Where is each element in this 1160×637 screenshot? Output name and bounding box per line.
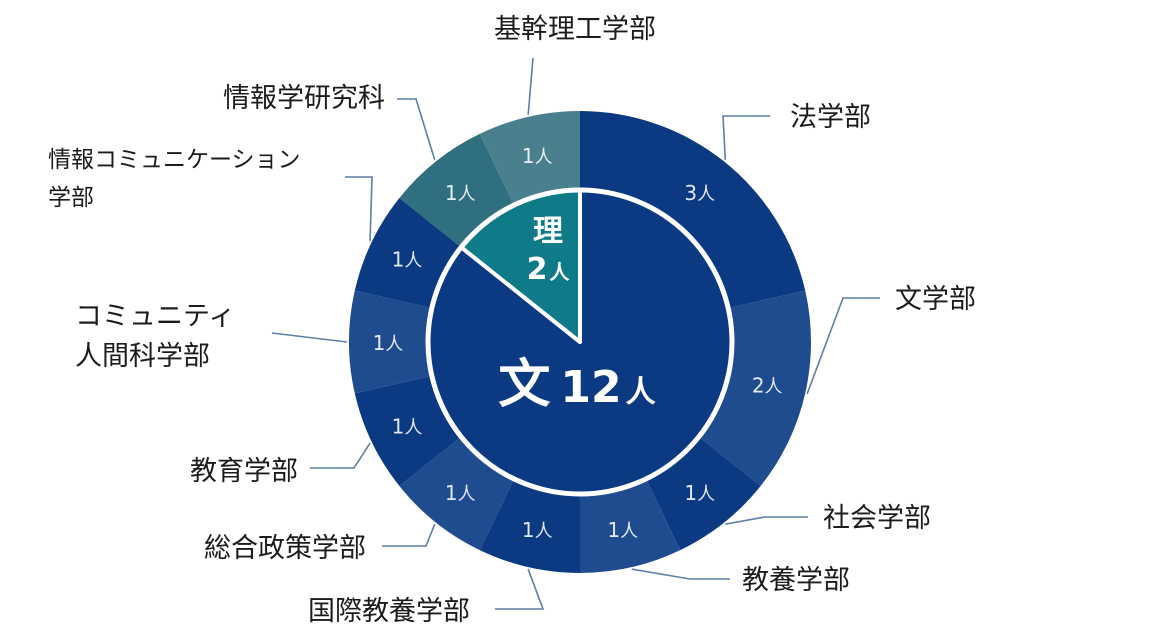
outer-slice-6 — [354, 375, 462, 487]
inner-ring-border — [425, 187, 735, 497]
outer-value-6: 1人 — [392, 414, 423, 438]
leader-line-0 — [722, 115, 770, 160]
outer-slice-10 — [479, 111, 580, 206]
category-label-3: 教養学部 — [742, 565, 850, 596]
leader-lines — [271, 57, 880, 610]
outer-value-3: 1人 — [607, 518, 638, 542]
outer-value-10: 1人 — [522, 144, 553, 168]
outer-slice-9 — [399, 133, 515, 248]
leader-line-3 — [631, 568, 730, 580]
outer-value-1: 2人 — [752, 374, 783, 398]
outer-slice-7 — [349, 290, 432, 394]
outer-slice-2 — [645, 436, 761, 551]
leader-line-9 — [397, 98, 436, 161]
leader-line-2 — [725, 516, 808, 525]
leader-line-1 — [806, 297, 880, 395]
outer-slice-3 — [580, 478, 681, 573]
outer-value-0: 3人 — [684, 181, 715, 205]
category-label-0: 法学部 — [790, 102, 871, 133]
leader-line-10 — [527, 57, 534, 115]
category-label-5: 総合政策学部 — [204, 533, 366, 564]
category-label-1: 文学部 — [895, 284, 976, 315]
leader-line-7 — [271, 332, 348, 343]
leader-line-5 — [382, 523, 436, 547]
category-label-7-line-1: 人間科学部 — [75, 341, 210, 372]
category-label-8-line-1: 学部 — [48, 185, 94, 211]
category-label-2: 社会学部 — [823, 503, 931, 534]
outer-slice-8 — [354, 197, 462, 309]
outer-value-9: 1人 — [445, 181, 476, 205]
outer-ring: 3人 2人 1人 1人 1人 1人 1人 1人 1人 1人 1人 — [349, 111, 811, 573]
category-label-10: 基幹理工学部 — [494, 14, 656, 45]
leader-line-4 — [495, 568, 545, 610]
inner-label-理: 理 — [533, 214, 563, 249]
outer-value-8: 1人 — [392, 248, 423, 272]
category-label-7-line-0: コミュニティ — [75, 301, 235, 332]
outer-slice-5 — [399, 436, 515, 551]
outer-value-2: 1人 — [684, 481, 715, 505]
outer-value-4: 1人 — [522, 518, 553, 542]
category-label-4: 国際教養学部 — [308, 596, 470, 627]
outer-slice-4 — [479, 478, 580, 573]
outer-slice-0 — [580, 111, 806, 309]
outer-value-7: 1人 — [373, 331, 404, 355]
leader-line-6 — [310, 442, 371, 469]
category-label-9: 情報学研究科 — [223, 83, 385, 114]
outer-value-5: 1人 — [445, 481, 476, 505]
category-label-6: 教育学部 — [190, 456, 298, 487]
outer-slice-1 — [698, 290, 811, 487]
category-label-8-line-0: 情報コミュニケーション — [48, 147, 301, 173]
leader-line-8 — [345, 176, 373, 241]
